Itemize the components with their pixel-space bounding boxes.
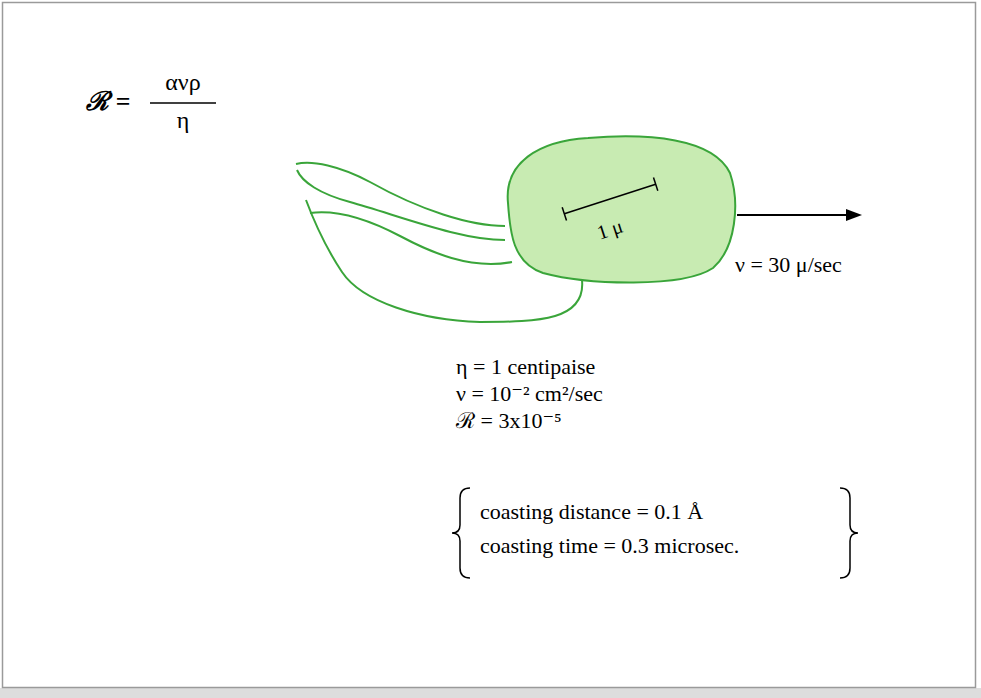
frame-shadow [0,688,981,698]
coasting-distance-label: coasting distance = 0.1 Å [480,499,703,525]
velocity-label: ν = 30 μ/sec [735,252,842,278]
coasting-time-label: coasting time = 0.3 microsec. [480,533,739,559]
cell-body [508,136,735,282]
fraction-bar [150,102,216,104]
formula-lhs: ℛ = [86,86,130,117]
scale-bar [562,178,658,221]
reynolds-number-label: ℛ = 3x10⁻⁵ [456,408,562,434]
flagellum [297,170,505,240]
right-brace [840,488,858,578]
frame [3,3,976,688]
velocity-arrow [737,214,848,216]
kinematic-viscosity-label: ν = 10⁻² cm²/sec [456,381,603,407]
flagellum [310,212,512,264]
viscosity-label: η = 1 centipaise [456,354,595,380]
formula-numerator: ανρ [165,68,200,97]
bacterium-cell: 1 μ [498,133,740,289]
arrowhead [846,209,862,221]
cell-outline [498,133,740,289]
left-brace [452,488,470,578]
formula-denominator: η [177,106,190,135]
